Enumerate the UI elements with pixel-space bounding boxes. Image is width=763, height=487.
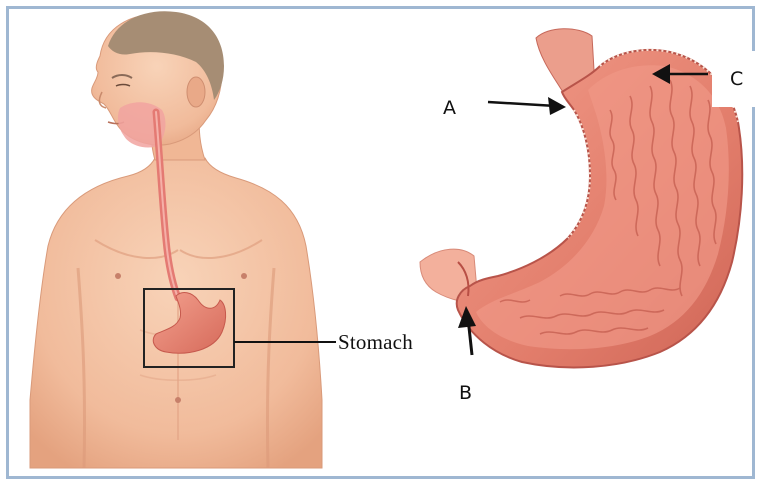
- human-figure: [30, 11, 336, 468]
- stomach-label: Stomach: [338, 330, 413, 355]
- label-c: C: [730, 68, 743, 90]
- torso: [30, 158, 322, 468]
- label-b: B: [459, 382, 472, 404]
- label-a: A: [443, 97, 456, 119]
